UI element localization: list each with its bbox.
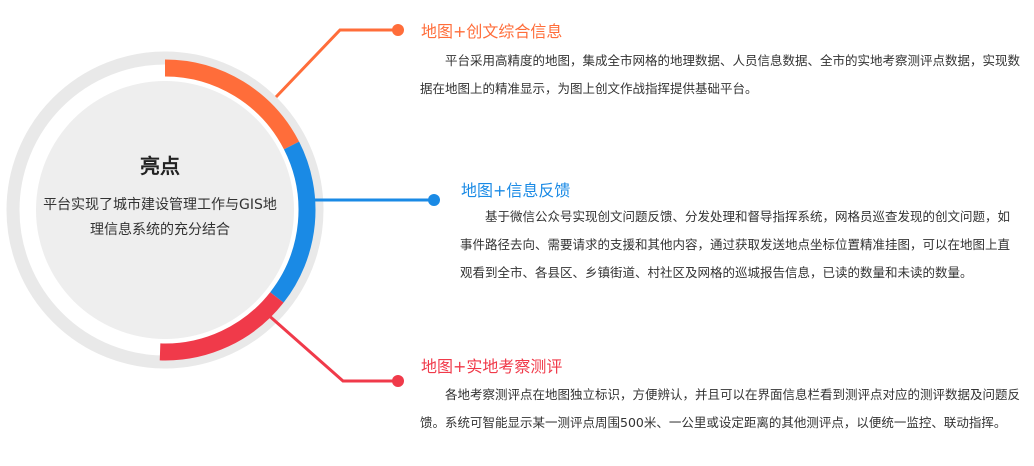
orange-arc-segment xyxy=(164,59,300,150)
item-title-info-feedback: 地图+信息反馈 xyxy=(461,181,571,200)
center-circle xyxy=(36,81,294,339)
connector-dot-3 xyxy=(392,375,404,387)
connector-line-1 xyxy=(274,28,395,99)
connector-dot-1 xyxy=(392,24,404,36)
item-title-field-evaluation: 地图+实地考察测评 xyxy=(421,357,563,376)
center-description: 平台实现了城市建设管理工作与GIS地理信息系统的充分结合 xyxy=(43,197,277,238)
item-body-field-evaluation: 各地考察测评点在地图独立标识，方便辨认，并且可以在界面信息栏看到测评点对应的测评… xyxy=(420,387,1021,430)
center-title: 亮点 xyxy=(140,154,180,178)
item-title-map-creative-info: 地图+创文综合信息 xyxy=(421,22,563,41)
outer-ring xyxy=(6,51,324,369)
item-body-info-feedback: 基于微信公众号实现创文问题反馈、分发处理和督导指挥系统，网格员巡查发现的创文问题… xyxy=(460,209,1011,280)
blue-arc-segment xyxy=(270,141,316,303)
connector-dot-2 xyxy=(428,194,440,206)
connector-line-3 xyxy=(265,311,395,383)
red-arc-segment xyxy=(159,292,284,361)
item-body-map-creative-info: 平台采用高精度的地图，集成全市网格的地理数据、人员信息数据、全市的实地考察测评点… xyxy=(420,53,1021,96)
